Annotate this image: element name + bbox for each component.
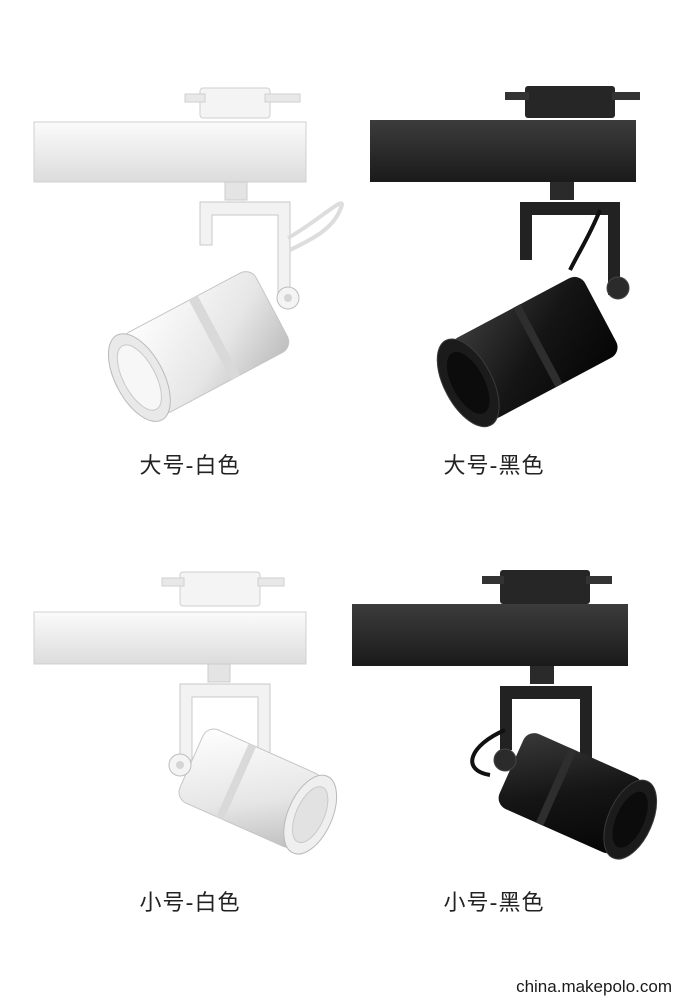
track-light-small-white-image (33, 571, 338, 855)
watermark-text: china.makepolo.com (516, 977, 672, 996)
product-label-small-black: 小号-黑色 (443, 891, 545, 916)
product-label-small-white: 小号-白色 (139, 891, 241, 916)
track-light-large-black-image (370, 86, 640, 428)
product-label-large-black: 大号-黑色 (443, 454, 545, 479)
product-label-large-white: 大号-白色 (139, 454, 241, 479)
track-light-large-white-image (33, 87, 344, 422)
track-light-small-black-image (352, 570, 658, 860)
